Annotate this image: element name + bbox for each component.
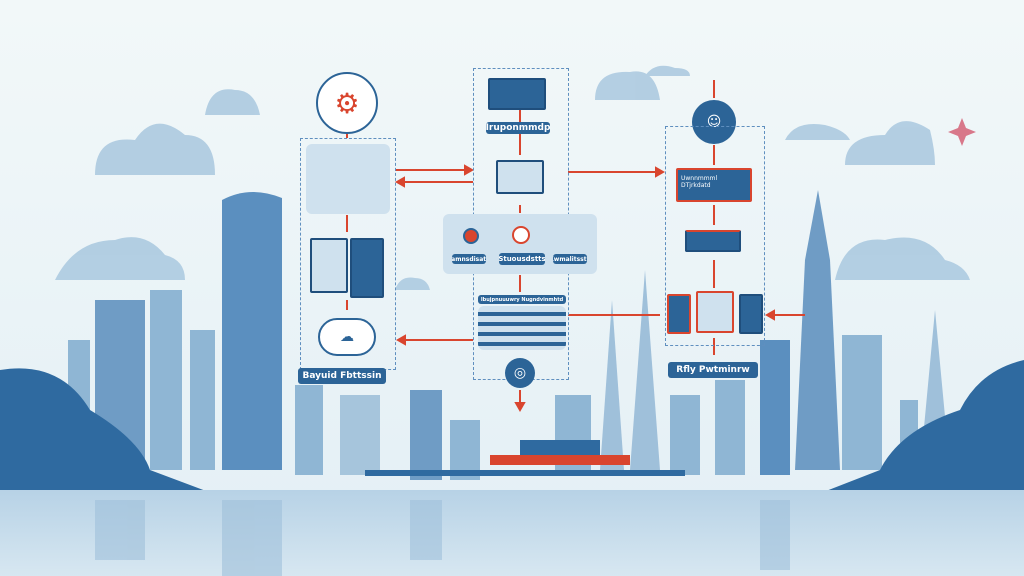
screen-center [696, 291, 734, 333]
hill-right [790, 360, 1024, 520]
brain-gear-icon: ⚙ [316, 72, 378, 134]
group-label-2: Stuousdstts [499, 253, 545, 265]
hill-left [0, 368, 230, 520]
mountain-chart-panel [306, 144, 390, 214]
document-panel [350, 238, 384, 298]
dashboard-monitor: Uwnnmmml DTjrkdatd [676, 168, 752, 202]
water [0, 490, 1024, 576]
center-group-panel [443, 214, 597, 274]
arrows [346, 80, 805, 413]
globe-icon: ◎ [505, 358, 535, 388]
bridge [365, 440, 685, 476]
table-rows [478, 306, 566, 350]
server-device [685, 230, 741, 252]
screen-left [667, 294, 691, 334]
gear-icon [463, 228, 479, 244]
laptop-icon [488, 78, 546, 110]
clouds [55, 65, 970, 290]
table-header: Ibujpnuuuwry Nugndvinmhtd [478, 295, 566, 304]
buildings [68, 190, 950, 480]
left-column-label: Bayuid Fbttssin [298, 368, 386, 384]
right-process-column [665, 126, 765, 346]
monitor-icon [496, 160, 544, 194]
magnifier-icon [512, 226, 530, 244]
report-panel [310, 238, 348, 293]
group-label-3: Kwmalitsstn [553, 254, 587, 264]
cloud-icon: ☁ [318, 318, 376, 356]
center-top-label: Iruponmmdp [486, 122, 550, 134]
group-label-1: Iamnsdisatt [452, 254, 486, 264]
screen-right [739, 294, 763, 334]
right-column-label: Rfly Pwtminrw [668, 362, 758, 378]
sparkle-icon [948, 118, 976, 146]
